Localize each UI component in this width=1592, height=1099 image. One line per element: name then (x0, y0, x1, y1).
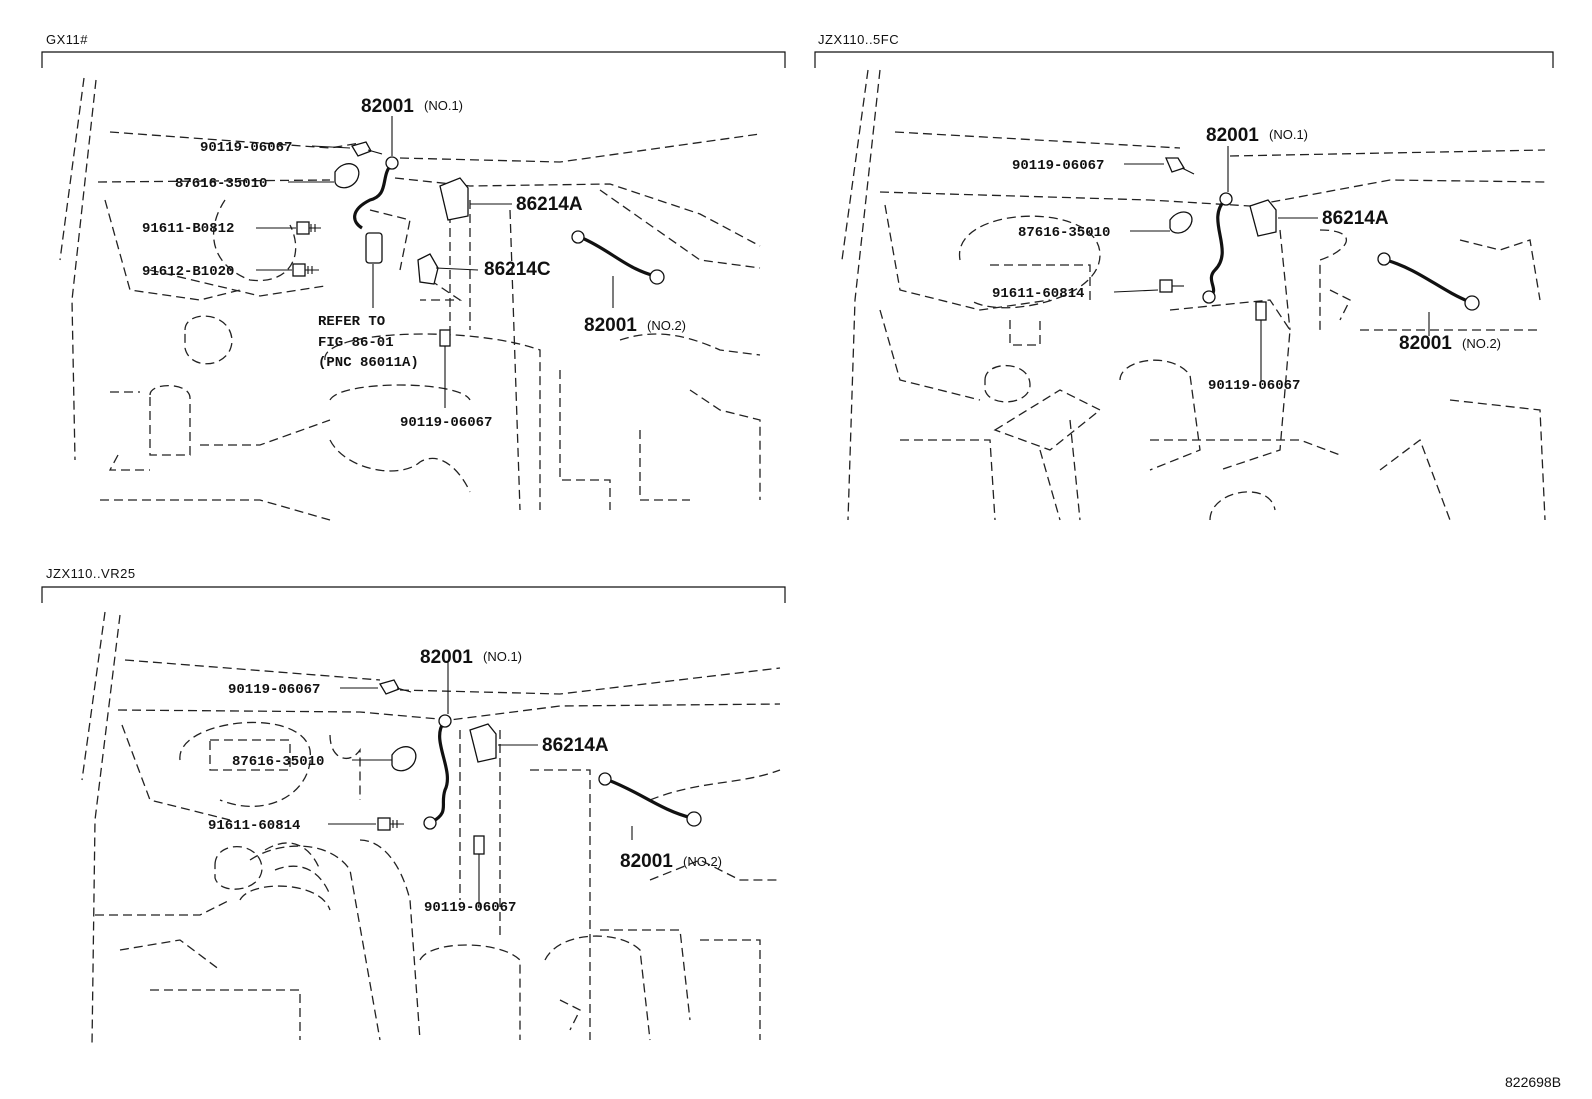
bracket-86214c-icon (417, 253, 439, 285)
part-number-label: 90119-06067 (228, 682, 320, 698)
section-title: JZX110..VR25 (46, 566, 136, 581)
section-title: JZX110..5FC (818, 32, 899, 47)
leader-lines (328, 662, 633, 908)
part-number-label: 87616-35010 (1018, 225, 1110, 241)
part-number-label: 90119-06067 (400, 415, 492, 431)
section-jzx110-5fc: JZX110..5FC (814, 32, 1554, 521)
section-frame (41, 586, 786, 603)
harness-82001-no1 (1202, 192, 1233, 304)
part-number-label: 91612-B1020 (142, 264, 234, 280)
part-number-label: 86214A (1322, 208, 1389, 229)
clamp-icon (334, 163, 360, 189)
bolt-icon (473, 835, 485, 868)
bolt-icon (351, 141, 383, 157)
clamp-icon (391, 746, 417, 772)
section-jzx110-vr25: JZX110..VR25 (41, 566, 786, 1046)
bolt-icon (1159, 279, 1184, 293)
part-number-label: 91611-B0812 (142, 221, 234, 237)
engine-bay-outline (59, 77, 761, 521)
figure-id: 822698B (1505, 1074, 1561, 1090)
harness-82001-no2 (598, 772, 702, 827)
part-number-82001: 82001 (1399, 333, 1452, 354)
part-number-label: 90119-06067 (424, 900, 516, 916)
part-number-82001: 82001 (584, 315, 637, 336)
part-number-82001: 82001 (420, 647, 473, 668)
harness-82001-no1 (353, 156, 399, 264)
bracket-86214a-icon (1249, 199, 1277, 237)
part-number-label: 90119-06067 (1208, 378, 1300, 394)
part-number-label: 90119-06067 (1012, 158, 1104, 174)
harness-82001-no2 (1377, 252, 1480, 311)
section-frame (41, 51, 786, 68)
bracket-86214a-icon (469, 723, 497, 763)
engine-bay-outline (841, 69, 1546, 521)
bolt-icon (1255, 301, 1267, 334)
leader-lines (256, 116, 614, 408)
part-suffix: (NO.2) (647, 318, 686, 333)
part-suffix: (NO.1) (1269, 127, 1308, 142)
harness-82001-no1 (423, 714, 452, 830)
engine-bay-outline (81, 611, 781, 1046)
part-number-label: 91611-60814 (992, 286, 1084, 302)
section-title: GX11# (46, 32, 88, 47)
part-number-label: 86214A (542, 735, 609, 756)
part-number-label: 86214C (484, 259, 551, 280)
reference-note: (PNC 86011A) (318, 355, 419, 371)
part-suffix: (NO.2) (1462, 336, 1501, 351)
part-number-82001: 82001 (1206, 125, 1259, 146)
reference-note: REFER TO (318, 314, 385, 330)
part-suffix: (NO.2) (683, 854, 722, 869)
part-number-label: 87616-35010 (175, 176, 267, 192)
part-suffix: (NO.1) (483, 649, 522, 664)
part-number-82001: 82001 (620, 851, 673, 872)
section-gx11: GX11# (41, 32, 786, 521)
bolt-icon (296, 221, 321, 235)
bracket-86214a-icon (439, 177, 469, 221)
bolt-icon (379, 679, 412, 695)
part-number-label: 87616-35010 (232, 754, 324, 770)
part-number-label: 90119-06067 (200, 140, 292, 156)
part-number-label: 86214A (516, 194, 583, 215)
clamp-icon (1169, 211, 1193, 234)
bolt-icon (1165, 157, 1195, 175)
reference-note: FIG 86-01 (318, 335, 394, 351)
section-frame (814, 51, 1554, 68)
part-number-82001: 82001 (361, 96, 414, 117)
part-number-label: 91611-60814 (208, 818, 300, 834)
bolt-icon (292, 263, 319, 277)
leader-lines (1113, 146, 1430, 382)
harness-82001-no2 (571, 230, 665, 285)
bolt-icon (377, 817, 404, 831)
part-suffix: (NO.1) (424, 98, 463, 113)
bolt-icon (439, 329, 451, 360)
